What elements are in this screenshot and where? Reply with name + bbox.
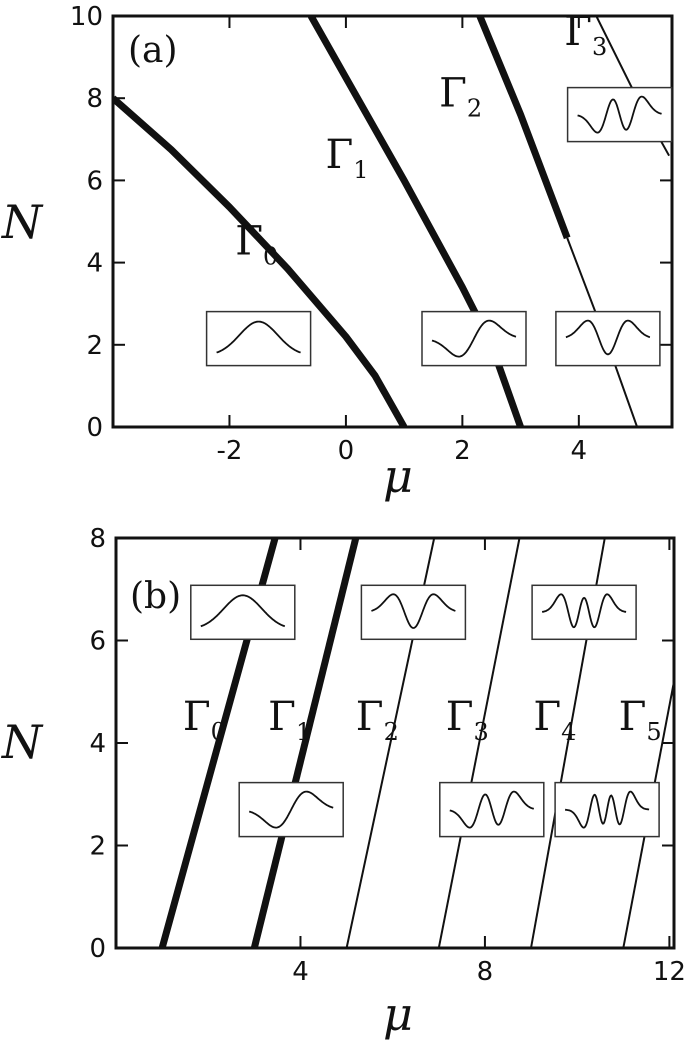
curve-label-symbol: Γ bbox=[446, 694, 474, 740]
x-axis-label: μ bbox=[383, 987, 413, 1040]
y-tick-label: 8 bbox=[89, 524, 106, 554]
y-tick-label: 2 bbox=[89, 832, 106, 862]
curve-label-symbol: Γ bbox=[619, 694, 647, 740]
panel-label: (b) bbox=[130, 576, 181, 617]
curve-label-subscript: 3 bbox=[592, 33, 607, 61]
x-tick-label: 4 bbox=[571, 436, 588, 466]
y-tick-label: 6 bbox=[89, 627, 106, 657]
curve-label-gamma-3: Γ3 bbox=[564, 9, 607, 61]
mode-profile-curve bbox=[577, 95, 662, 134]
y-tick-label: 6 bbox=[86, 166, 103, 196]
x-tick-label: -2 bbox=[216, 436, 242, 466]
curve-label-subscript: 0 bbox=[263, 242, 278, 270]
mode-inset-frame bbox=[555, 310, 661, 367]
curve-label-subscript: 1 bbox=[296, 718, 311, 746]
y-tick-label: 10 bbox=[70, 2, 103, 32]
mode-inset-3 bbox=[566, 86, 673, 143]
curve-label-symbol: Γ bbox=[356, 694, 384, 740]
mode-profile-curve bbox=[371, 593, 456, 629]
curve-label-gamma-5: Γ5 bbox=[619, 694, 662, 746]
curve-label-gamma-4: Γ4 bbox=[533, 694, 576, 746]
mode-inset-2 bbox=[360, 584, 467, 641]
curve-label-subscript: 5 bbox=[646, 718, 661, 746]
curve-label-subscript: 2 bbox=[467, 94, 482, 122]
curve-label-gamma-2: Γ2 bbox=[439, 70, 482, 122]
panel-label: (a) bbox=[128, 30, 178, 71]
x-tick-label: 4 bbox=[292, 957, 309, 987]
mode-inset-frame bbox=[205, 310, 312, 367]
x-tick-label: 0 bbox=[338, 436, 355, 466]
curve-label-symbol: Γ bbox=[235, 218, 263, 264]
curve-label-subscript: 4 bbox=[561, 718, 576, 746]
y-tick-label: 0 bbox=[86, 413, 103, 443]
series-line-gamma-2 bbox=[476, 16, 571, 240]
mode-inset-frame bbox=[531, 584, 637, 641]
mode-inset-3 bbox=[439, 781, 545, 838]
plot-frame bbox=[111, 14, 674, 429]
mode-profile-curve bbox=[200, 594, 286, 628]
mode-inset-5 bbox=[554, 781, 660, 838]
series-line-gamma-3 bbox=[437, 538, 521, 948]
mode-profile-curve bbox=[541, 593, 627, 629]
mode-inset-1 bbox=[421, 310, 527, 367]
y-tick-label: 4 bbox=[86, 249, 103, 279]
curve-label-symbol: Γ bbox=[439, 70, 467, 116]
y-tick-label: 0 bbox=[89, 934, 106, 964]
y-axis-label: N bbox=[1, 195, 44, 249]
curve-label-symbol: Γ bbox=[183, 694, 211, 740]
y-tick-label: 4 bbox=[89, 729, 106, 759]
curve-label-gamma-3: Γ3 bbox=[446, 694, 489, 746]
curve-label-gamma-0: Γ0 bbox=[235, 218, 278, 270]
x-axis-label: μ bbox=[383, 449, 413, 503]
y-axis-label: N bbox=[1, 715, 44, 769]
mode-inset-4 bbox=[531, 584, 637, 641]
mode-inset-frame bbox=[360, 584, 467, 641]
y-tick-label: 2 bbox=[86, 331, 103, 361]
x-tick-label: 12 bbox=[653, 957, 686, 987]
curve-label-gamma-1: Γ1 bbox=[268, 694, 311, 746]
series-line-gamma-1 bbox=[250, 538, 360, 948]
mode-inset-frame bbox=[190, 584, 296, 641]
y-tick-label: 8 bbox=[86, 84, 103, 114]
mode-profile-curve bbox=[564, 790, 650, 829]
series-line-gamma-0 bbox=[113, 95, 408, 427]
curve-label-gamma-1: Γ1 bbox=[326, 132, 369, 184]
mode-profile-curve bbox=[565, 319, 651, 356]
mode-inset-0 bbox=[205, 310, 312, 367]
curve-label-subscript: 3 bbox=[473, 718, 488, 746]
mode-inset-0 bbox=[190, 584, 296, 641]
mode-profile-curve bbox=[216, 320, 301, 354]
mode-inset-2 bbox=[555, 310, 661, 367]
curve-label-symbol: Γ bbox=[268, 694, 296, 740]
mode-profile-curve bbox=[449, 790, 535, 829]
curve-label-gamma-0: Γ0 bbox=[183, 694, 226, 746]
curve-label-subscript: 1 bbox=[353, 156, 368, 184]
x-tick-label: 8 bbox=[477, 957, 494, 987]
curve-label-symbol: Γ bbox=[533, 694, 561, 740]
curve-label-subscript: 2 bbox=[384, 718, 399, 746]
mode-profile-curve bbox=[431, 319, 517, 358]
curve-label-symbol: Γ bbox=[564, 9, 592, 55]
mode-inset-1 bbox=[238, 781, 344, 838]
x-tick-label: 2 bbox=[454, 436, 471, 466]
curve-label-symbol: Γ bbox=[326, 132, 354, 178]
curve-label-subscript: 0 bbox=[211, 718, 226, 746]
curve-label-gamma-2: Γ2 bbox=[356, 694, 399, 746]
mode-profile-curve bbox=[248, 790, 334, 829]
